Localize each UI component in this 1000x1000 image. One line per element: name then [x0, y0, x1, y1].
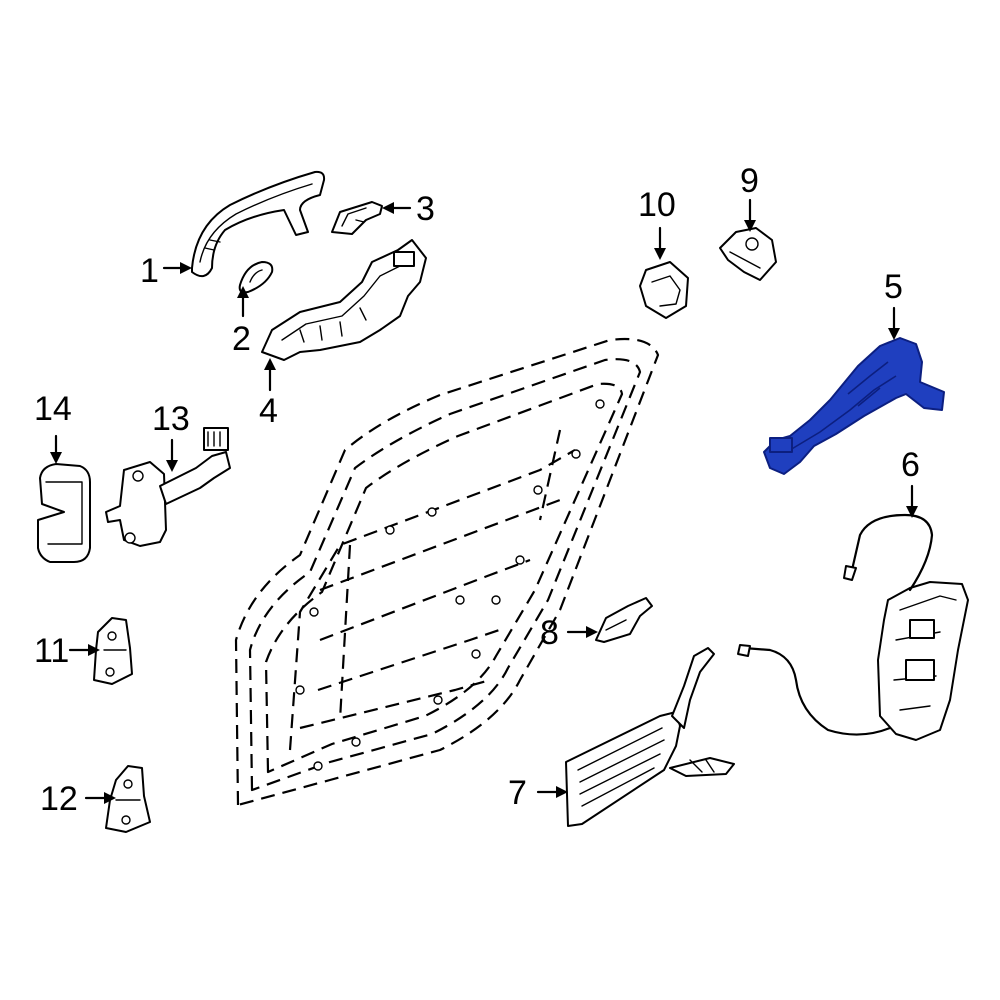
callout-9: 9 — [740, 162, 759, 200]
door-check-part — [105, 427, 231, 547]
callout-7: 7 — [508, 774, 527, 812]
handle-bracket-part — [261, 239, 427, 361]
door-frame-holes — [295, 399, 605, 771]
striker-part — [719, 227, 777, 281]
callout-3: 3 — [416, 190, 435, 228]
callout-10: 10 — [638, 186, 676, 224]
callout-8: 8 — [540, 614, 559, 652]
callout-14: 14 — [34, 390, 72, 428]
callout-2: 2 — [232, 320, 251, 358]
leader-arrows — [50, 198, 918, 804]
outside-handle-part — [191, 170, 326, 278]
callout-4: 4 — [259, 392, 278, 430]
callout-6: 6 — [901, 446, 920, 484]
callout-12: 12 — [40, 780, 78, 818]
striker-cover-part — [639, 261, 689, 319]
upper-hinge-part — [93, 617, 133, 685]
handle-gasket-part — [238, 261, 274, 294]
callout-5: 5 — [884, 268, 903, 306]
callout-13: 13 — [152, 400, 190, 438]
handle-carrier-part-highlighted — [763, 337, 945, 475]
small-bracket-part — [595, 597, 653, 643]
callout-labels: 1 2 3 4 5 6 7 8 9 10 11 12 13 14 — [34, 162, 920, 818]
callout-11: 11 — [34, 632, 69, 670]
handle-bezel-part — [331, 201, 383, 235]
door-latch-part — [737, 513, 969, 741]
window-regulator-part — [565, 647, 735, 827]
lower-hinge-part — [105, 765, 151, 833]
door-frame-outline — [234, 337, 660, 807]
callout-1: 1 — [140, 252, 159, 290]
seal-part — [37, 463, 91, 563]
